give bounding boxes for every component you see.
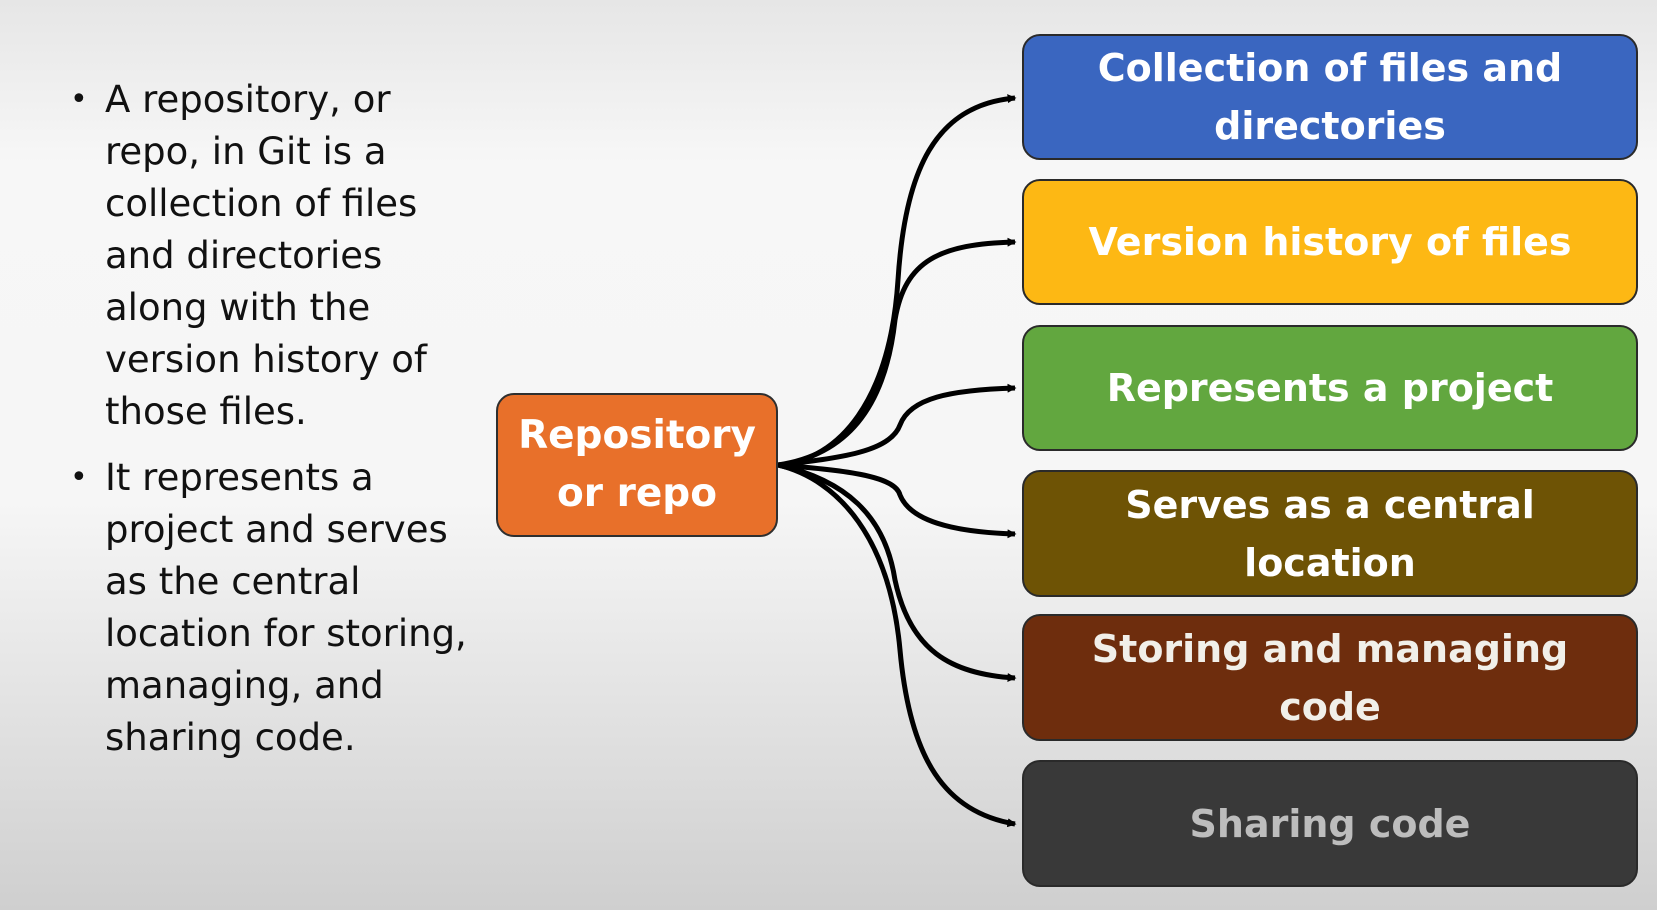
connector-arrow	[777, 462, 1017, 539]
bullet-list: • A repository, or repo, in Git is a col…	[70, 74, 490, 778]
target-box-central-location: Serves as a central location	[1022, 470, 1638, 597]
bullet-text: It represents a project and serves as th…	[105, 456, 467, 759]
target-label: Sharing code	[1189, 801, 1471, 846]
connector-arrow	[777, 383, 1017, 468]
target-box-collection: Collection of files and directories	[1022, 34, 1638, 160]
target-box-sharing-code: Sharing code	[1022, 760, 1638, 887]
bullet-text: A repository, or repo, in Git is a colle…	[105, 78, 427, 433]
connector-arrow	[777, 94, 1017, 468]
target-box-version-history: Version history of files	[1022, 179, 1638, 305]
target-label: Collection of files and directories	[1097, 46, 1563, 148]
target-box-storing-managing: Storing and managing code	[1022, 614, 1638, 741]
bullet-item: • It represents a project and serves as …	[70, 452, 490, 764]
connector-arrow	[777, 462, 1017, 828]
target-label: Storing and managing code	[1091, 626, 1569, 729]
target-label: Serves as a central location	[1125, 482, 1535, 585]
connector-arrow	[777, 237, 1017, 468]
target-label: Version history of files	[1088, 220, 1572, 264]
connector-arrow	[777, 462, 1017, 683]
target-box-represents-project: Represents a project	[1022, 325, 1638, 451]
target-label: Represents a project	[1106, 366, 1554, 410]
bullet-symbol: •	[70, 82, 88, 117]
repository-box: Repository or repo	[496, 393, 778, 537]
repository-label: Repository or repo	[518, 413, 756, 516]
bullet-item: • A repository, or repo, in Git is a col…	[70, 74, 490, 438]
bullet-symbol: •	[70, 460, 88, 495]
